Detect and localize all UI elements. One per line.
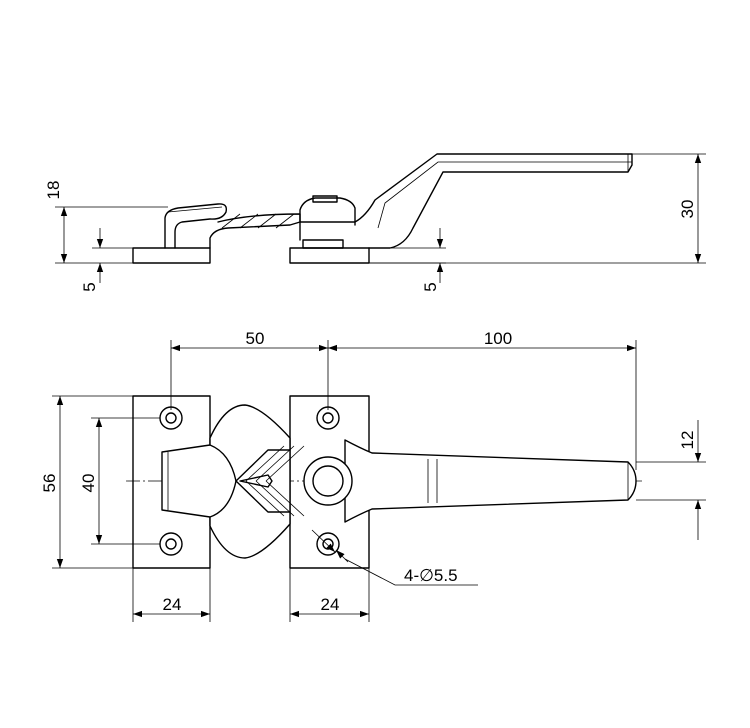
dim-5-right-label: 5 <box>421 282 440 291</box>
dim-56-label: 56 <box>40 474 59 493</box>
hole-top-left-inner <box>165 412 177 424</box>
catch-hook <box>164 203 228 249</box>
top-view: 50 100 12 56 40 24 24 4-∅ <box>40 329 706 622</box>
hole-leader-arrow-b <box>335 549 349 563</box>
dim-50-label: 50 <box>246 329 265 348</box>
spindle-housing <box>299 197 356 241</box>
handle-grip <box>344 439 637 523</box>
side-view: 18 5 5 30 <box>44 153 706 292</box>
hole-top-right <box>316 406 340 430</box>
dim-40-label: 40 <box>79 474 98 493</box>
dim-30-label: 30 <box>678 200 697 219</box>
dim-18-label: 18 <box>44 181 63 200</box>
dim-100-label: 100 <box>484 329 512 348</box>
hole-bottom-left-inner <box>165 538 177 550</box>
dim-24-left-label: 24 <box>163 595 182 614</box>
catch-hook-edge <box>167 206 223 213</box>
spindle-hub <box>303 456 353 506</box>
hole-top-right-inner <box>322 412 334 424</box>
left-base-plate <box>132 247 211 264</box>
dim-5-left-label: 5 <box>80 282 99 291</box>
striker-block <box>161 444 237 518</box>
washer <box>302 239 344 249</box>
lever-hatch <box>221 213 295 229</box>
handle-inner-edge <box>377 161 632 229</box>
spindle-bore <box>312 465 344 497</box>
hole-leader-arrow-a <box>311 529 336 553</box>
dim-24-right-label: 24 <box>321 595 340 614</box>
dim-12-label: 12 <box>678 431 697 450</box>
lever-top <box>217 213 301 223</box>
hole-bottom-right <box>316 532 340 556</box>
cam-wing <box>209 404 291 559</box>
chevron-hatch-lower <box>245 480 305 517</box>
handle-body <box>209 153 633 249</box>
chevron-upper <box>235 449 291 482</box>
hole-bottom-right-inner <box>322 538 334 550</box>
chevron-hatch-upper <box>245 445 305 482</box>
pointer-tip <box>239 474 273 488</box>
hole-callout-label: 4-∅5.5 <box>404 566 458 585</box>
hole-top-left <box>159 406 183 430</box>
hole-leader-line <box>344 558 478 586</box>
spindle-cap <box>312 195 338 203</box>
chevron-lower <box>235 480 291 513</box>
hole-bottom-left <box>159 532 183 556</box>
right-base-plate <box>289 247 370 264</box>
